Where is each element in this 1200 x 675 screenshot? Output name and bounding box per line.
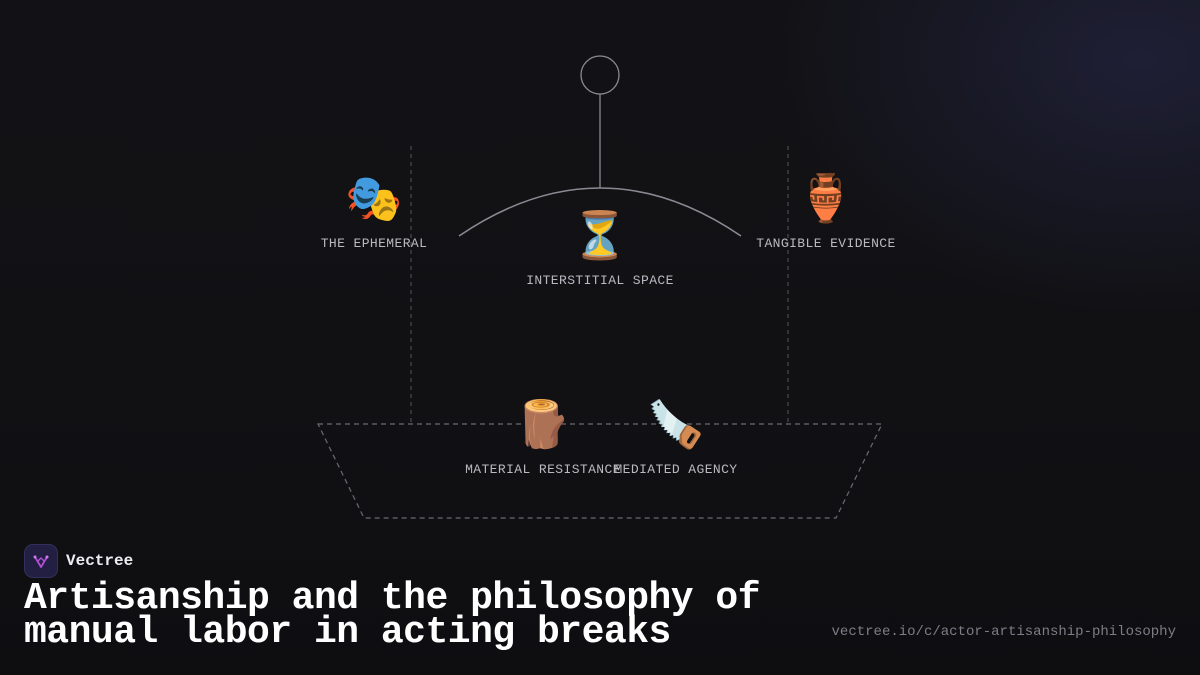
page-url: vectree.io/c/actor-artisanship-philosoph… [831,624,1176,640]
theater-masks-icon: 🎭 [345,176,403,228]
node-mediated-agency: 🪚 MEDIATED AGENCY [576,402,776,477]
amphora-icon: 🏺 [797,176,855,228]
node-label: INTERSTITIAL SPACE [526,273,674,288]
vectree-logo-mark [33,555,49,568]
node-label: THE EPHEMERAL [320,236,428,251]
vectree-logo-icon [24,544,58,578]
pivot-circle [580,55,620,95]
node-interstitial-space: ⏳ INTERSTITIAL SPACE [500,213,700,288]
brand-name: Vectree [66,552,134,570]
saw-icon: 🪚 [647,402,705,454]
node-material-resistance: 🪵 MATERIAL RESISTANCE [443,402,643,477]
page-title: Artisanship and the philosophy of manual… [24,577,761,654]
node-label: MEDIATED AGENCY [614,462,738,477]
balance-diagram [317,55,883,519]
balance-arc [458,187,742,237]
node-the-ephemeral: 🎭 THE EPHEMERAL [274,176,474,251]
wood-log-icon: 🪵 [514,402,572,454]
node-label: TANGIBLE EVIDENCE [756,236,896,251]
node-tangible-evidence: 🏺 TANGIBLE EVIDENCE [726,176,926,251]
base-tray [317,423,883,519]
brand: Vectree [24,544,133,578]
node-label: MATERIAL RESISTANCE [465,462,621,477]
hourglass-icon: ⏳ [571,213,629,265]
